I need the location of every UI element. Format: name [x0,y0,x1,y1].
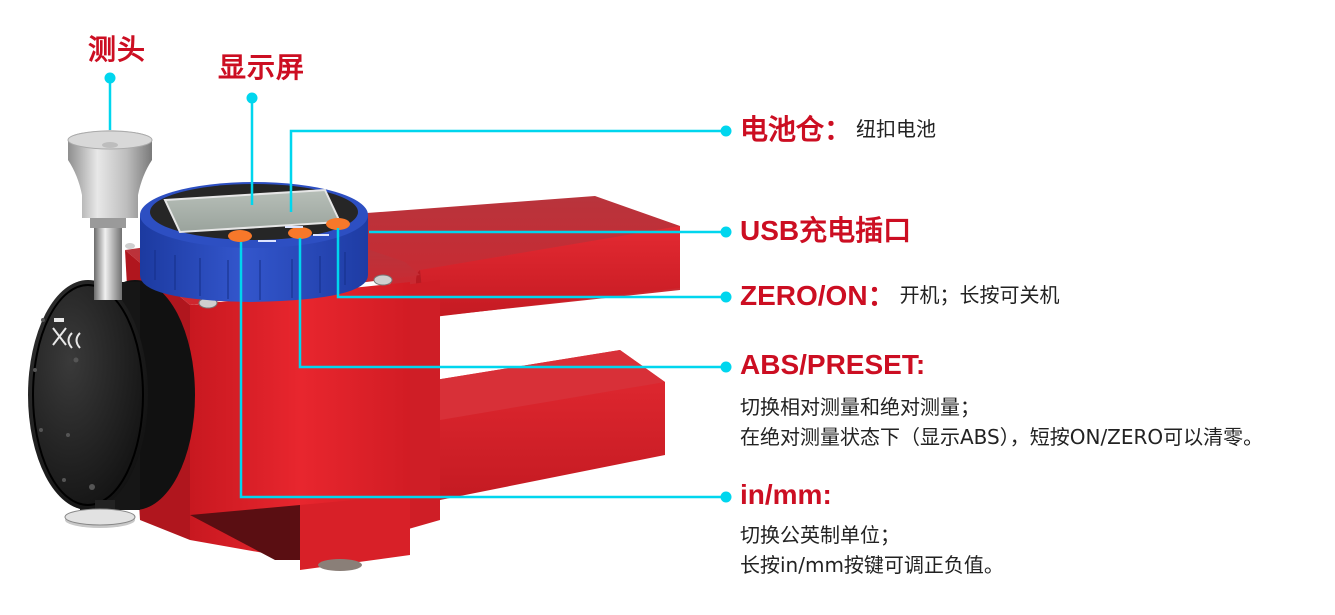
in-mm-connector [239,242,726,499]
callout-zero-on-title: ZERO/ON： [740,280,896,311]
callout-in-mm: in/mm: [740,481,832,509]
connector-dots [104,72,732,503]
display-label: 显示屏 [218,51,306,84]
callout-abs-preset: ABS/PRESET: [740,351,925,379]
callout-zero-on-inline: 开机；长按可关机 [899,283,1060,307]
callout-usb-title: USB充电插口 [740,215,912,246]
callout-abs-preset-title: ABS/PRESET: [740,349,926,380]
in-mm-dot-icon [720,491,732,503]
display-unit [140,182,368,302]
usb-dot-icon [720,226,732,238]
battery-connector [289,129,726,212]
callout-usb: USB充电插口 [740,217,911,245]
probe-dot-icon [104,72,116,84]
zero-on-button[interactable] [326,218,350,230]
abs-preset-dot-icon [720,361,732,373]
callout-abs-preset-line-2: 在绝对测量状态下（显示ABS），短按ON/ZERO可以清零。 [740,425,1264,449]
callout-in-mm-line-1: 切换公英制单位； [740,523,900,547]
callout-zero-on: ZERO/ON：开机；长按可关机 [740,282,1060,310]
side-housing [28,280,195,510]
anvil [64,500,136,528]
abs-preset-connector [298,238,726,369]
lower-arm [431,350,665,500]
display-dot-icon [246,92,258,104]
callout-in-mm-title: in/mm: [740,479,832,510]
weee-ce-mark-icon [52,318,81,349]
zero-on-connector [336,228,726,299]
callout-in-mm-line-2: 长按in/mm按键可调正负值。 [740,553,1004,577]
zero-on-dot-icon [720,291,732,303]
callout-battery-title: 电池仓： [740,114,853,145]
callout-battery: 电池仓：纽扣电池 [740,116,936,144]
battery-dot-icon [720,125,732,137]
callout-abs-preset-desc: 切换相对测量和绝对测量； 在绝对测量状态下（显示ABS），短按ON/ZERO可以… [740,392,1263,452]
callout-battery-inline: 纽扣电池 [856,117,937,141]
probe-head [67,130,153,300]
abs-preset-button[interactable] [288,227,312,239]
in-mm-button[interactable] [228,230,252,242]
callout-abs-preset-line-1: 切换相对测量和绝对测量； [740,395,980,419]
probe-label: 测头 [88,33,147,66]
connector-lines [108,78,726,499]
callout-in-mm-desc: 切换公英制单位； 长按in/mm按键可调正负值。 [740,520,1004,580]
